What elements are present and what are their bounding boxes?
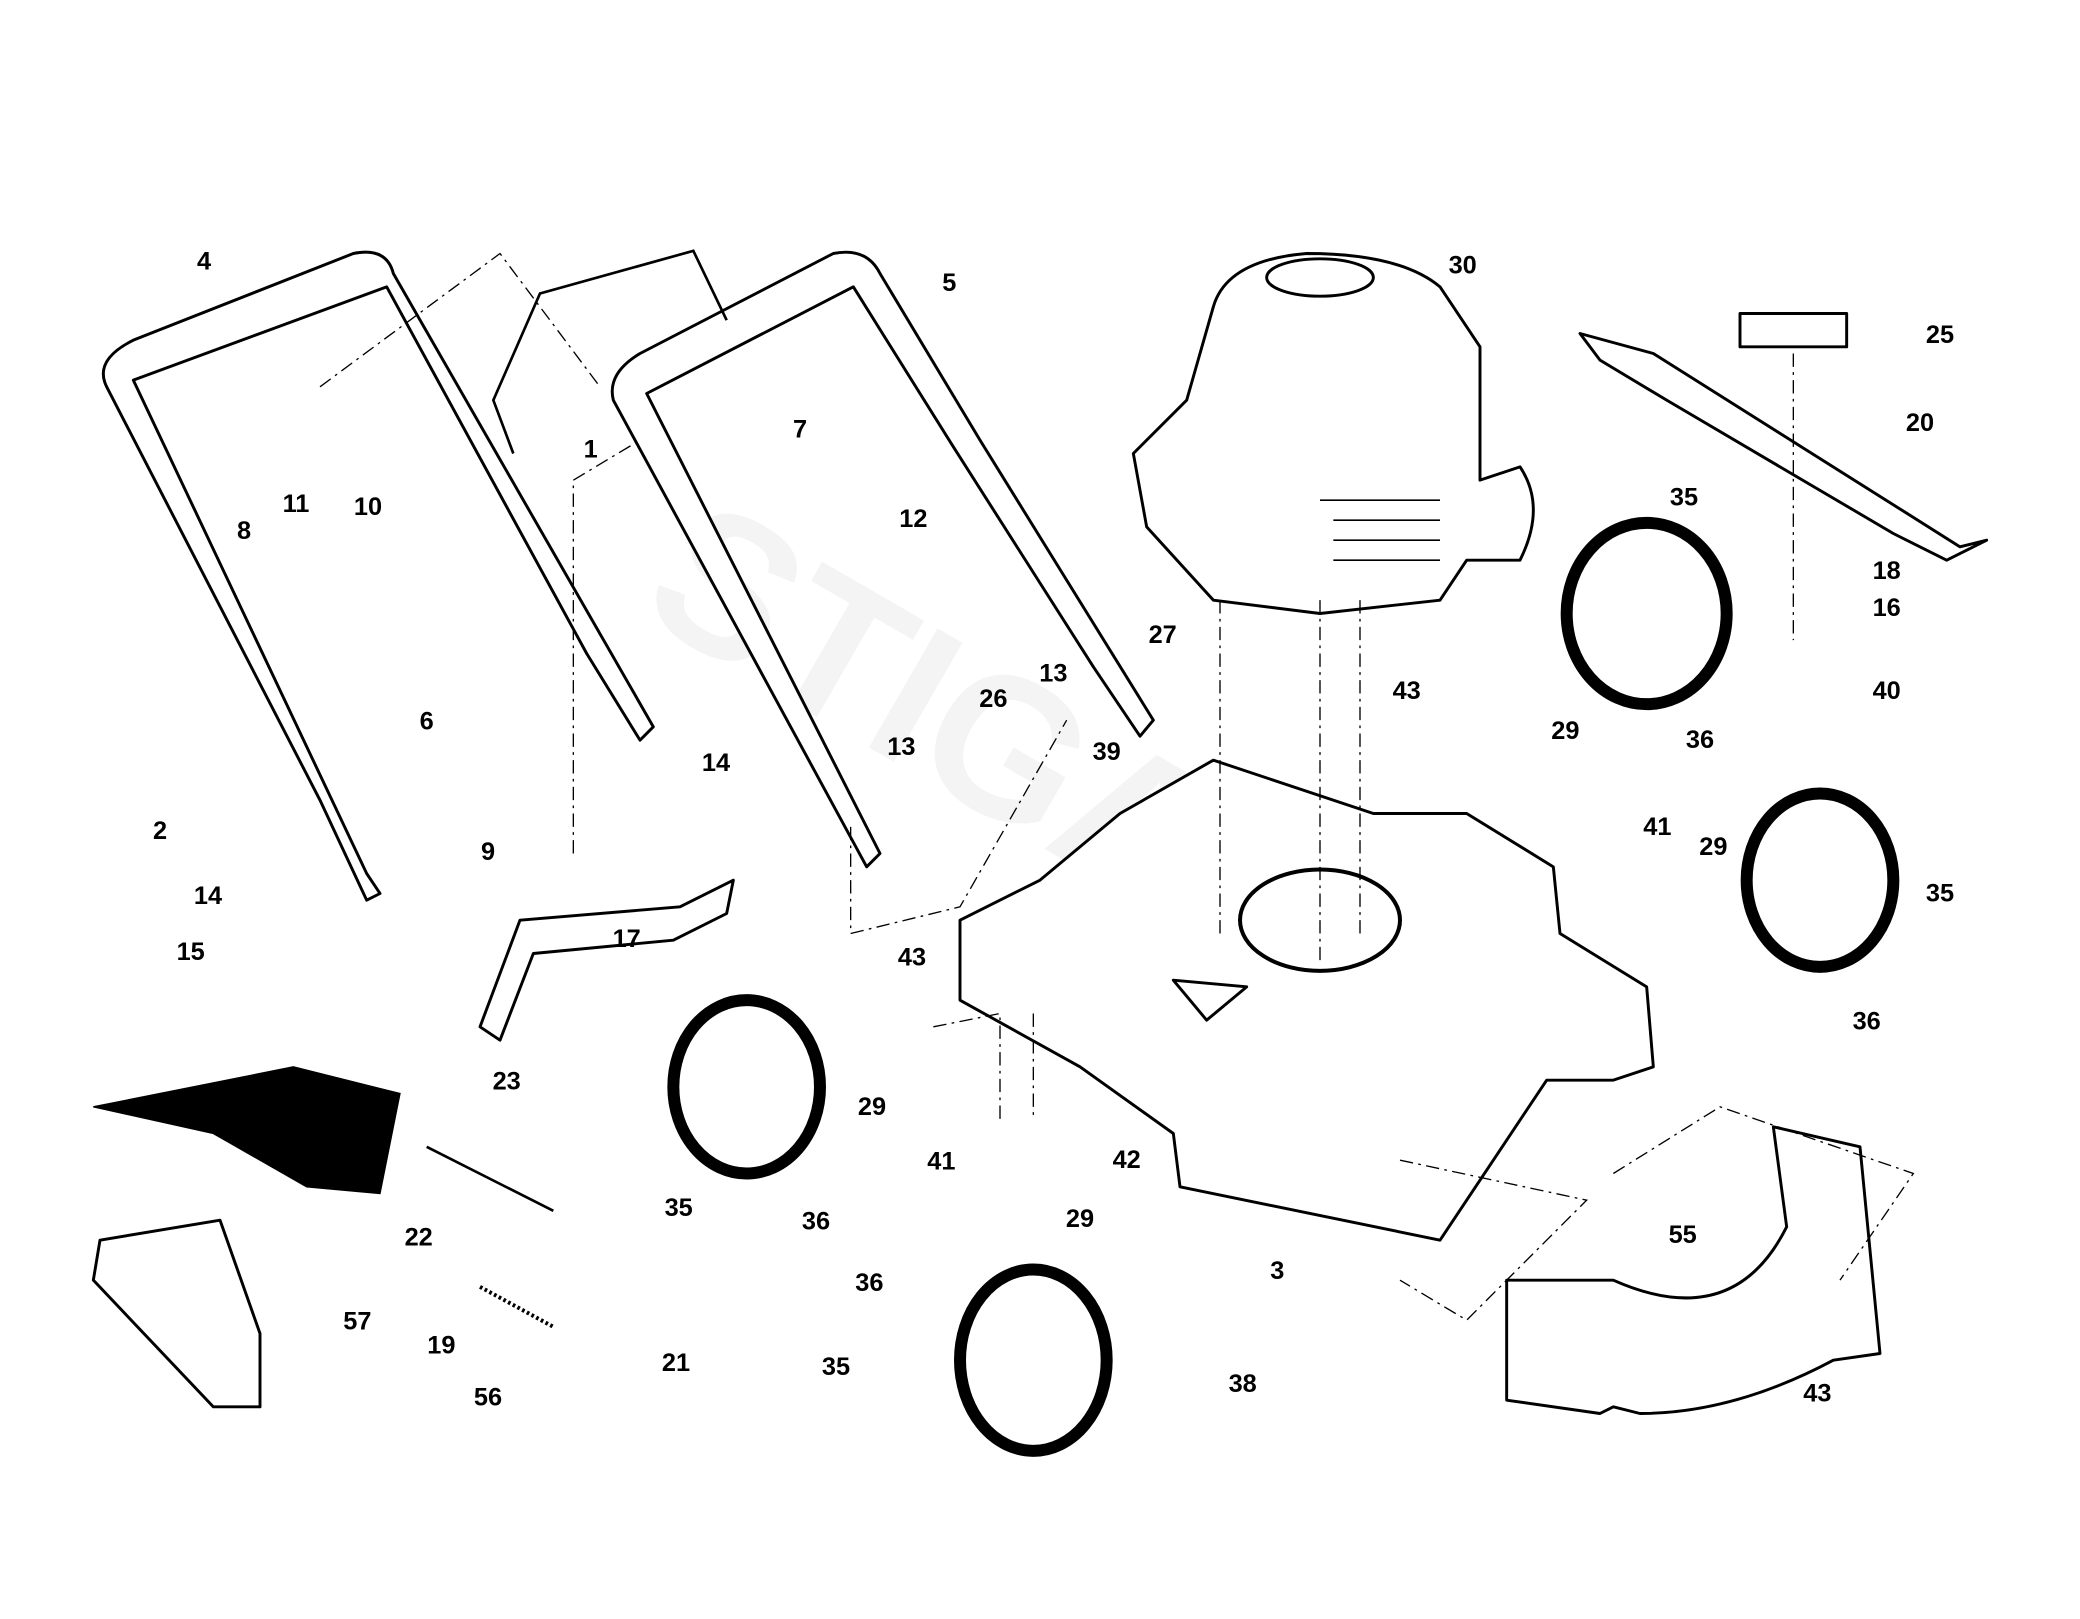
label-35: 35 <box>1670 484 1698 512</box>
label-40: 40 <box>1873 677 1901 705</box>
label-4: 4 <box>197 248 211 276</box>
label-41: 41 <box>1643 813 1671 841</box>
axle-22 <box>426 1145 554 1213</box>
label-7: 7 <box>793 416 807 444</box>
label-29: 29 <box>1699 833 1727 861</box>
mower-deck <box>958 758 1655 1242</box>
label-29: 29 <box>1551 717 1579 745</box>
label-55: 55 <box>1669 1221 1697 1249</box>
label-10: 10 <box>354 493 382 521</box>
assembly-lines <box>319 252 1915 1322</box>
deck-guide-42 <box>1171 978 1249 1022</box>
engine-30 <box>1131 252 1535 615</box>
label-38: 38 <box>1229 1370 1257 1398</box>
label-9: 9 <box>481 838 495 866</box>
label-35: 35 <box>1926 880 1954 908</box>
label-29: 29 <box>1066 1205 1094 1233</box>
label-26: 26 <box>979 685 1007 713</box>
label-20: 20 <box>1906 409 1934 437</box>
height-adjuster-9 <box>478 878 735 1042</box>
label-2: 2 <box>153 817 167 845</box>
label-6: 6 <box>420 708 434 736</box>
label-18: 18 <box>1873 557 1901 585</box>
chute-57 <box>91 1218 262 1409</box>
spring-19 <box>479 1285 555 1329</box>
label-11: 11 <box>283 490 310 518</box>
label-22: 22 <box>405 1224 433 1252</box>
label-1: 1 <box>584 436 598 464</box>
label-29: 29 <box>858 1093 886 1121</box>
lower-handle-4 <box>101 250 655 902</box>
label-36: 36 <box>802 1208 830 1236</box>
label-19: 19 <box>427 1332 455 1360</box>
label-14: 14 <box>702 749 730 777</box>
label-13: 13 <box>1039 660 1067 688</box>
label-36: 36 <box>1853 1008 1881 1036</box>
part-labels: 4 1 5 7 12 11 8 10 6 2 14 14 13 13 26 27… <box>153 248 1954 1412</box>
label-3: 3 <box>1270 1257 1284 1285</box>
label-35: 35 <box>822 1353 850 1381</box>
label-13: 13 <box>887 733 915 761</box>
rear-shield-55 <box>1505 1125 1882 1415</box>
label-15: 15 <box>177 938 205 966</box>
upper-handle-5 <box>610 250 1155 869</box>
label-16: 16 <box>1873 594 1901 622</box>
label-25: 25 <box>1926 321 1954 349</box>
label-39: 39 <box>1093 738 1121 766</box>
control-bar-1 <box>491 249 728 454</box>
label-56: 56 <box>474 1384 502 1412</box>
label-36: 36 <box>1686 726 1714 754</box>
label-17: 17 <box>613 925 641 953</box>
wheels <box>667 516 1900 1457</box>
blade-20 <box>1578 332 1989 562</box>
deflector-15 <box>93 1066 401 1195</box>
label-23: 23 <box>493 1068 521 1096</box>
label-43: 43 <box>898 944 926 972</box>
label-41: 41 <box>927 1148 955 1176</box>
label-43: 43 <box>1393 677 1421 705</box>
label-57: 57 <box>343 1308 371 1336</box>
blade-adapter-25 <box>1738 312 1849 349</box>
label-14: 14 <box>194 882 222 910</box>
label-12: 12 <box>899 505 927 533</box>
label-30: 30 <box>1449 252 1477 280</box>
label-43: 43 <box>1803 1380 1831 1408</box>
label-35: 35 <box>665 1194 693 1222</box>
label-5: 5 <box>942 269 956 297</box>
label-8: 8 <box>237 517 251 545</box>
label-27: 27 <box>1149 621 1177 649</box>
label-42: 42 <box>1113 1146 1141 1174</box>
label-21: 21 <box>662 1349 690 1377</box>
label-36: 36 <box>855 1269 883 1297</box>
